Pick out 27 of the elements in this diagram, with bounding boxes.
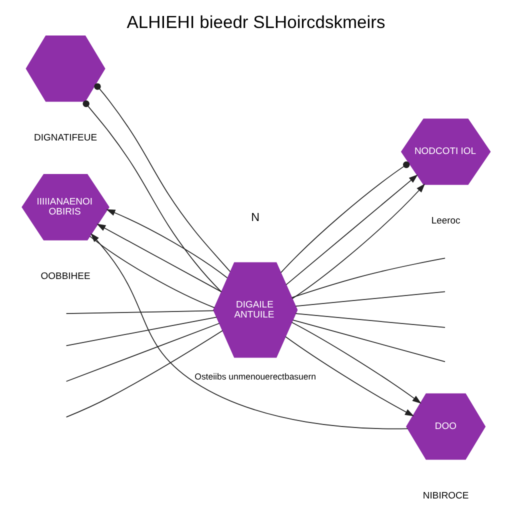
- connector: [66, 330, 224, 418]
- diagram-title: ALHIEHI bieedr SLHoircdskmeirs: [126, 12, 386, 32]
- node-label: DIGNATIFEUE: [34, 132, 98, 144]
- label: N: [251, 210, 260, 224]
- arrow: [285, 336, 414, 416]
- connector: [66, 310, 214, 314]
- arrow: [96, 224, 222, 292]
- edge-label: Osteiibs unmenouerectbasuern: [194, 372, 316, 382]
- node-label: Leeroc: [431, 215, 460, 226]
- connector: [280, 161, 410, 273]
- node-label: OOBBIHEE: [40, 270, 90, 282]
- arrow: [106, 209, 228, 278]
- connector: [82, 100, 222, 292]
- connector: [66, 316, 218, 346]
- node-label: NIBIROCE: [422, 490, 469, 502]
- connector: [295, 313, 446, 328]
- arrow: [292, 184, 426, 300]
- arrow: [291, 322, 422, 404]
- connector: [291, 258, 446, 298]
- node-hexagon: [26, 35, 106, 102]
- connector: [295, 291, 446, 307]
- arrow: [286, 174, 418, 286]
- connector: [66, 322, 220, 382]
- connector: [90, 236, 215, 308]
- connector: [292, 320, 446, 362]
- connector: [94, 83, 231, 272]
- arrow: [90, 233, 408, 430]
